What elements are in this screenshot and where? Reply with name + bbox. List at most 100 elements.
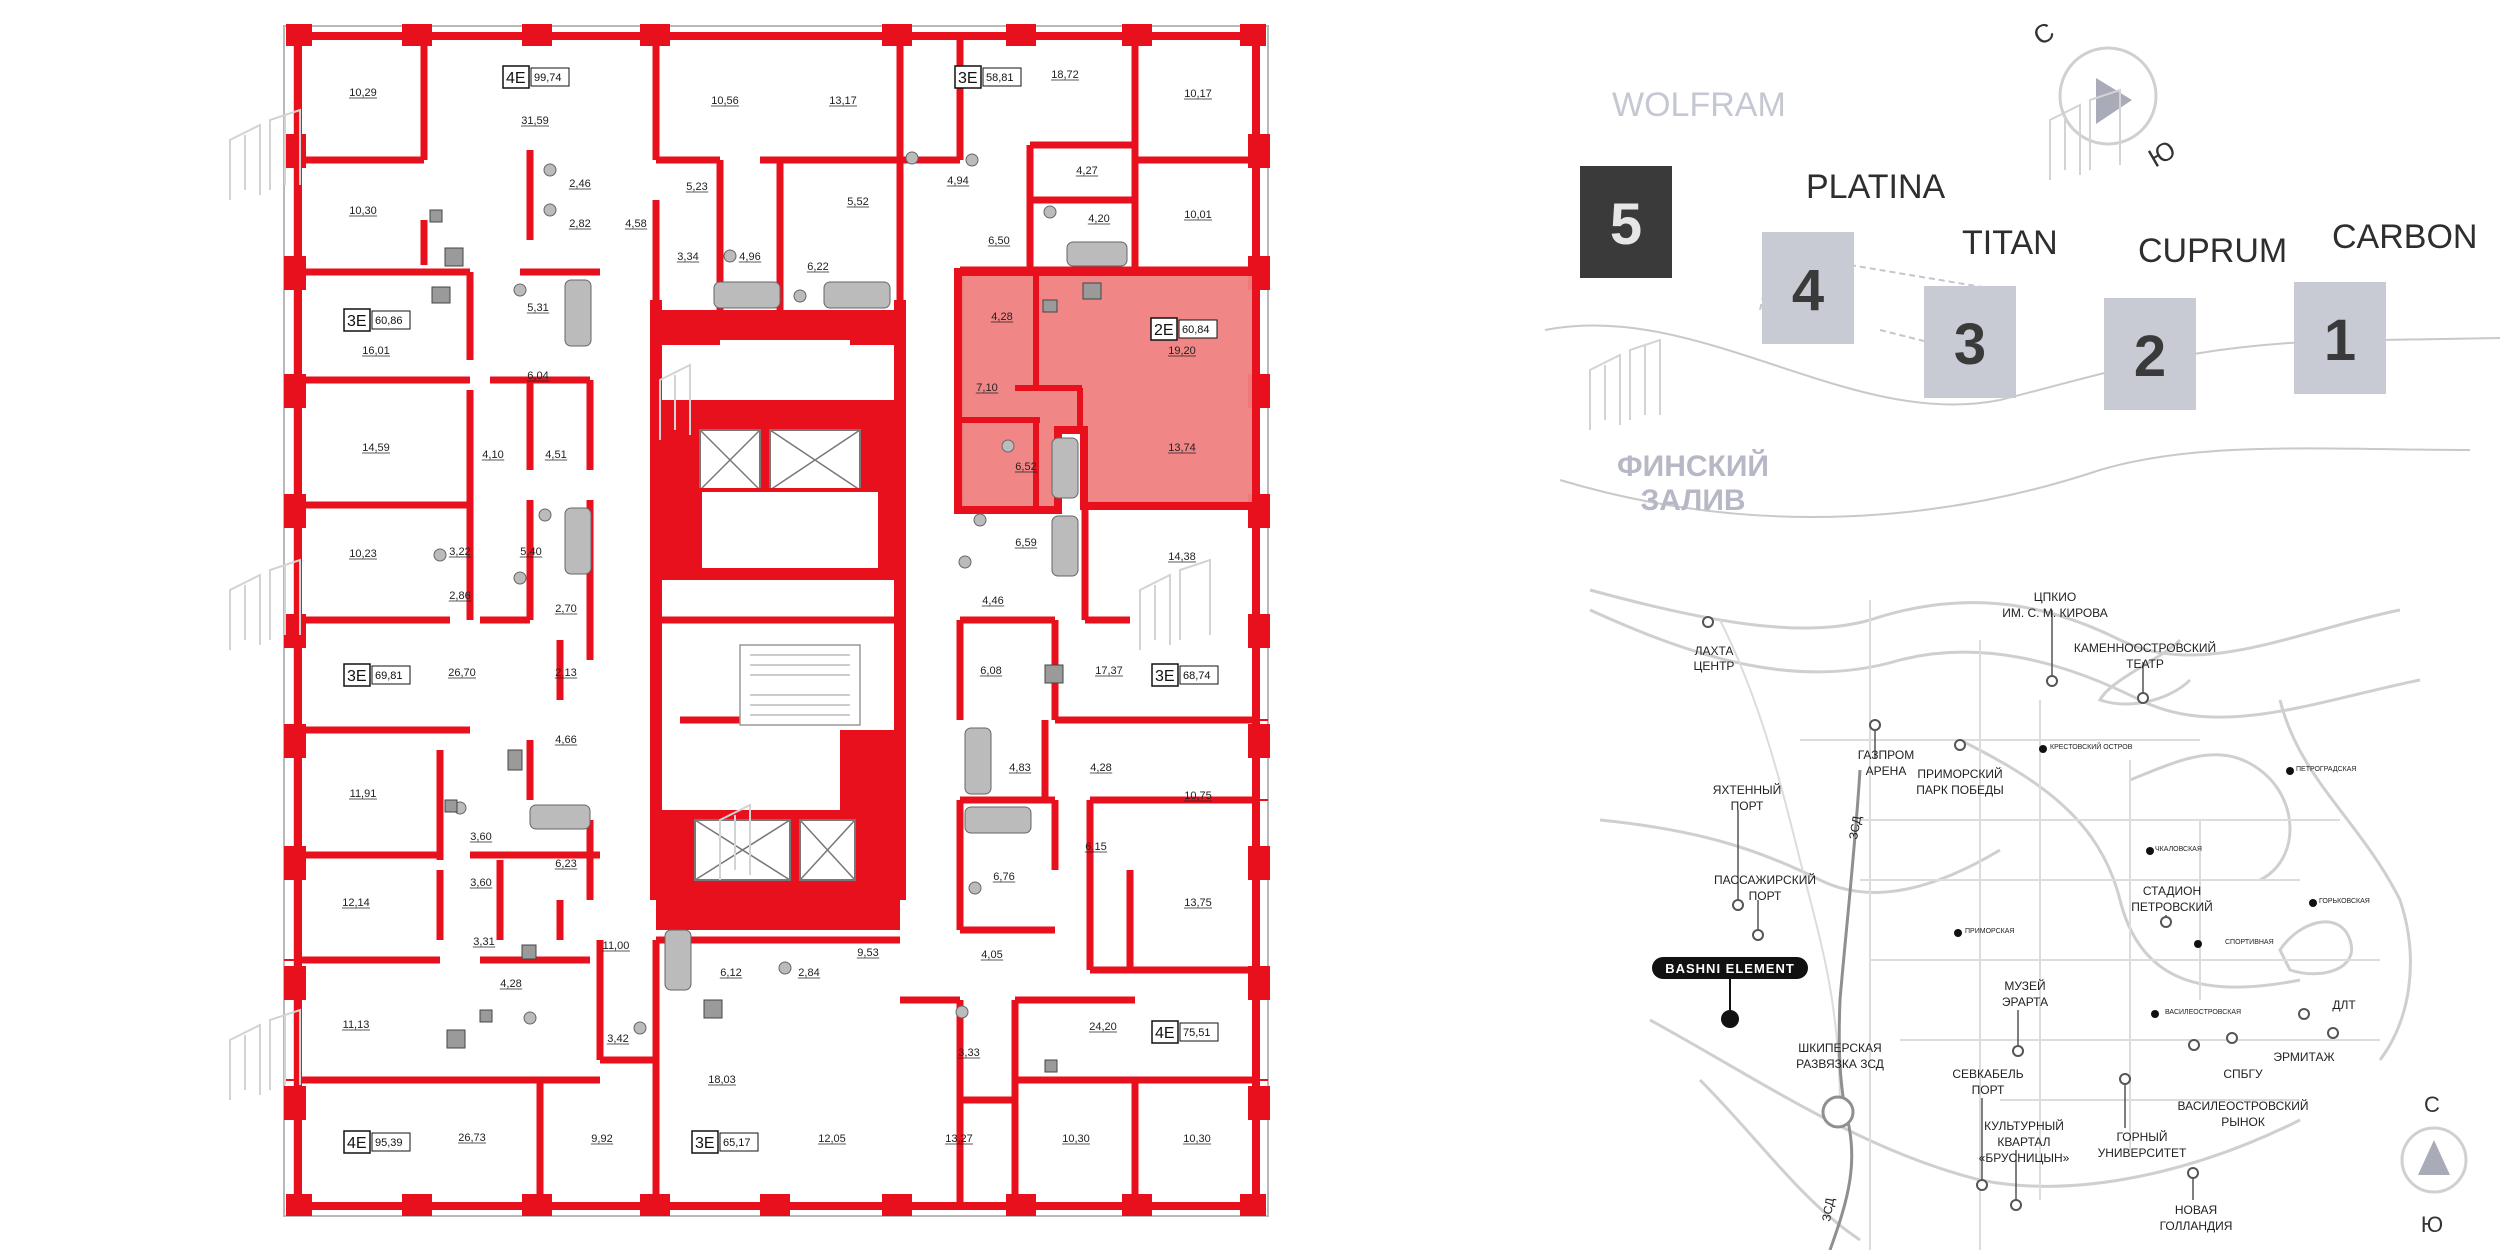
room-area-label: 12,14 bbox=[342, 897, 370, 909]
room-area-label: 4,94 bbox=[947, 175, 968, 187]
room-area-label: 4,96 bbox=[739, 251, 760, 263]
map-place-label: ИМ. С. М. КИРОВА bbox=[2002, 606, 2108, 620]
room-area-label: 4,28 bbox=[991, 311, 1012, 323]
room-area-label: 2,46 bbox=[569, 178, 590, 190]
map-compass: С Ю bbox=[2400, 1092, 2468, 1237]
apartment-area: 60,86 bbox=[375, 315, 403, 327]
apartment-tag[interactable]: 4Е 99,74 bbox=[502, 65, 570, 89]
building-name: TITAN bbox=[1962, 224, 2058, 262]
room-area-label: 3,42 bbox=[607, 1033, 628, 1045]
room-area-label: 5,40 bbox=[520, 546, 541, 558]
room-area-label: 10,30 bbox=[1062, 1133, 1090, 1145]
map-place-label: ЛАХТА bbox=[1695, 644, 1734, 658]
map-place-label: «БРУСНИЦЫН» bbox=[1979, 1151, 2070, 1165]
map-place-label: ВАСИЛЕОСТРОВСКИЙ bbox=[2177, 1098, 2308, 1113]
room-area-label: 11,91 bbox=[350, 788, 377, 800]
room-area-label: 26,70 bbox=[448, 667, 476, 679]
room-area-label: 2,82 bbox=[569, 218, 590, 230]
room-area-label: 4,28 bbox=[1090, 762, 1111, 774]
map-place-label: КВАРТАЛ bbox=[1997, 1135, 2050, 1149]
map-place-label: ЦЕНТР bbox=[1694, 659, 1735, 673]
map-place-label: ПОРТ bbox=[1972, 1083, 2005, 1097]
map-place-label: СТАДИОН bbox=[2143, 884, 2201, 898]
map-place-label: ПОРТ bbox=[1731, 799, 1764, 813]
map-place-label: ГАЗПРОМ bbox=[1858, 748, 1915, 762]
map-place-label: ЦПКИО bbox=[2034, 590, 2076, 604]
room-area-label: 4,28 bbox=[500, 978, 521, 990]
metro-station-label: СПОРТИВНАЯ bbox=[2225, 939, 2274, 946]
room-area-label: 18,03 bbox=[708, 1074, 736, 1086]
plumbing-stacks bbox=[429, 209, 1102, 1073]
map-place-label: ПЕТРОВСКИЙ bbox=[2131, 899, 2213, 914]
room-area-label: 4,05 bbox=[981, 949, 1002, 961]
room-area-label: 16,01 bbox=[362, 345, 390, 357]
map-markers bbox=[1702, 616, 2339, 1211]
site-compass: С Ю bbox=[2028, 16, 2181, 173]
apartment-type: 3Е bbox=[347, 313, 367, 330]
map-place-label: РЫНОК bbox=[2221, 1115, 2265, 1129]
room-area-label: 3,22 bbox=[449, 546, 470, 558]
map-place-label: НОВАЯ bbox=[2175, 1203, 2217, 1217]
metro-stations bbox=[1954, 745, 2317, 1018]
map-place-label: АРЕНА bbox=[1866, 764, 1907, 778]
room-area-label: 10,01 bbox=[1184, 209, 1212, 221]
room-area-label: 6,76 bbox=[993, 871, 1014, 883]
map-place-label: ДЛТ bbox=[2332, 998, 2356, 1012]
bay-label-line-1: ФИНСКИЙ bbox=[1617, 449, 1769, 483]
map-place-label: ПРИМОРСКИЙ bbox=[1917, 766, 2002, 781]
highlighted-apartment-2e[interactable] bbox=[954, 268, 1260, 514]
map-compass-north-label: С bbox=[2424, 1092, 2440, 1117]
metro-station-labels: КРЕСТОВСКИЙ ОСТРОВПЕТРОГРАДСКАЯЧКАЛОВСКА… bbox=[1965, 742, 2370, 1016]
room-area-label: 10,23 bbox=[349, 548, 377, 560]
apartment-area: 69,81 bbox=[375, 670, 403, 682]
map-place-label: УНИВЕРСИТЕТ bbox=[2098, 1146, 2187, 1160]
apartment-tag[interactable]: 2Е 60,84 bbox=[1150, 317, 1218, 341]
room-area-label: 3,34 bbox=[677, 251, 698, 263]
room-area-label: 18,72 bbox=[1051, 69, 1079, 81]
apartment-area: 99,74 bbox=[534, 72, 562, 84]
room-area-label: 6,22 bbox=[807, 261, 828, 273]
room-area-label: 6,15 bbox=[1085, 841, 1106, 853]
room-area-label: 12,05 bbox=[818, 1133, 846, 1145]
apartment-type: 4Е bbox=[506, 70, 526, 87]
map-place-label: РАЗВЯЗКА ЗСД bbox=[1796, 1057, 1884, 1071]
apartment-type: 4Е bbox=[1155, 1025, 1175, 1042]
apartment-type: 2Е bbox=[1154, 322, 1174, 339]
room-area-label: 2,13 bbox=[555, 667, 576, 679]
room-area-label: 19,20 bbox=[1168, 345, 1196, 357]
apartment-area: 68,74 bbox=[1183, 670, 1211, 682]
map-place-label: ШКИПЕРСКАЯ bbox=[1798, 1041, 1881, 1055]
room-area-label: 9,92 bbox=[591, 1133, 612, 1145]
room-area-label: 13,74 bbox=[1168, 442, 1196, 454]
room-area-label: 7,10 bbox=[976, 382, 997, 394]
room-area-label: 26,73 bbox=[458, 1132, 486, 1144]
room-area-label: 3,60 bbox=[470, 831, 491, 843]
room-area-label: 6,50 bbox=[988, 235, 1009, 247]
room-area-label: 10,30 bbox=[349, 205, 377, 217]
room-area-label: 3,33 bbox=[958, 1047, 979, 1059]
apartment-tag[interactable]: 3Е 60,86 bbox=[343, 308, 411, 332]
map-place-label: ПОРТ bbox=[1749, 889, 1782, 903]
map-place-label: ГОЛЛАНДИЯ bbox=[2160, 1219, 2233, 1233]
room-area-label: 10,56 bbox=[711, 95, 739, 107]
map-place-label: МУЗЕЙ bbox=[2004, 978, 2045, 993]
apartment-area: 60,84 bbox=[1182, 324, 1210, 336]
apartment-type: 4Е bbox=[347, 1135, 367, 1152]
room-area-label: 10,30 bbox=[1183, 1133, 1211, 1145]
building-core bbox=[656, 310, 900, 930]
room-area-label: 13,17 bbox=[829, 95, 857, 107]
